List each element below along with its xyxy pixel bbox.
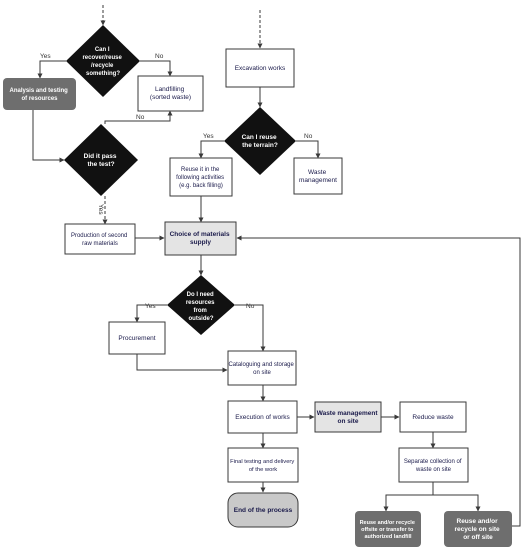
decision-need-resources: Do I need resources from outside? bbox=[167, 275, 235, 335]
decision-reuse-terrain-text: Can I reuse the terrain? bbox=[242, 134, 279, 149]
connectors bbox=[32, 5, 521, 527]
box-analysis-text: Analysis and testing of resources bbox=[9, 88, 69, 102]
edge-recover-analysis bbox=[37, 60, 66, 79]
box-reuse-activities-text: Reuse it in the following activities (e.… bbox=[176, 167, 226, 189]
edge-need-procurement bbox=[134, 304, 167, 323]
box-analysis: Analysis and testing of resources bbox=[3, 78, 76, 110]
label-no-need: No bbox=[246, 303, 255, 310]
box-waste-management-site-text: Waste management on site bbox=[317, 410, 380, 425]
box-procurement-text: Procurement bbox=[118, 335, 155, 342]
box-separate: Separate collection of waste on site bbox=[398, 447, 469, 483]
box-choice-text: Choice of materials supply bbox=[170, 231, 232, 246]
edge-reuse-activities bbox=[198, 140, 224, 159]
box-excavation: Excavation works bbox=[225, 48, 295, 88]
decision-recover: Can I recover/reuse /recycle something? bbox=[66, 25, 140, 97]
box-waste-management-text: Waste management bbox=[299, 169, 337, 184]
label-yes-recover: Yes bbox=[40, 53, 51, 60]
box-landfilling: Landfilling (sorted waste) bbox=[137, 75, 204, 112]
box-reuse-offsite: Reuse and/or recycle offsite or transfer… bbox=[355, 511, 421, 547]
box-choice: Choice of materials supply bbox=[164, 221, 237, 256]
decision-pass-test: Did it pass the test? bbox=[64, 124, 138, 196]
label-no-recover: No bbox=[155, 53, 164, 60]
box-production-text: Production of second raw materials bbox=[71, 233, 129, 247]
box-cataloguing-text: Cataloguing and storage on site bbox=[228, 362, 295, 376]
box-cataloguing: Cataloguing and storage on site bbox=[227, 350, 297, 386]
box-reuse-offsite-text: Reuse and/or recycle offsite or transfer… bbox=[360, 520, 417, 540]
box-waste-management-site: Waste management on site bbox=[314, 401, 382, 433]
box-excavation-text: Excavation works bbox=[235, 65, 286, 72]
edge-recover-landfill bbox=[140, 60, 173, 77]
label-no-terrain: No bbox=[304, 133, 313, 140]
box-reuse-onsite-text: Reuse and/or recycle on site or off site bbox=[455, 518, 502, 541]
label-no-pass: No bbox=[136, 114, 145, 121]
box-execution: Execution of works bbox=[227, 400, 298, 434]
box-waste-management: Waste management bbox=[293, 157, 343, 195]
box-final: Final testing and delivery of the work bbox=[227, 447, 299, 483]
box-end: End of the process bbox=[227, 492, 299, 528]
box-separate-text: Separate collection of waste on site bbox=[404, 459, 463, 473]
decision-recover-text: Can I recover/reuse /recycle something? bbox=[82, 47, 123, 77]
box-reuse-onsite: Reuse and/or recycle on site or off site bbox=[444, 511, 512, 547]
edge-split-offsite bbox=[383, 494, 433, 512]
decision-pass-test-text: Did it pass the test? bbox=[84, 153, 119, 168]
decision-need-resources-text: Do I need resources from outside? bbox=[186, 292, 216, 322]
box-procurement: Procurement bbox=[108, 321, 166, 355]
box-end-text: End of the process bbox=[234, 507, 293, 514]
box-reduce-text: Reduce waste bbox=[412, 414, 454, 421]
box-reduce: Reduce waste bbox=[399, 401, 467, 433]
label-yes-pass: Yes bbox=[97, 204, 104, 215]
edge-need-catalog bbox=[235, 304, 266, 352]
edge-split-onsite bbox=[433, 494, 481, 512]
box-final-text: Final testing and delivery of the work bbox=[230, 459, 296, 473]
box-landfilling-text: Landfilling (sorted waste) bbox=[150, 86, 191, 101]
edge-pass-landfill bbox=[104, 110, 173, 124]
box-reuse-activities: Reuse it in the following activities (e.… bbox=[169, 157, 233, 197]
box-execution-text: Execution of works bbox=[235, 414, 290, 421]
edge-analysis-pass bbox=[32, 110, 65, 163]
decision-reuse-terrain: Can I reuse the terrain? bbox=[224, 107, 296, 175]
edge-feedback-choice bbox=[236, 235, 521, 527]
edge-labels: Yes No No Yes Yes No Yes No bbox=[40, 53, 313, 310]
edge-procurement-catalog bbox=[136, 354, 228, 373]
label-yes-need: Yes bbox=[145, 303, 156, 310]
edge-reuse-waste bbox=[296, 140, 321, 159]
box-production: Production of second raw materials bbox=[64, 223, 136, 255]
label-yes-terrain: Yes bbox=[203, 133, 214, 140]
